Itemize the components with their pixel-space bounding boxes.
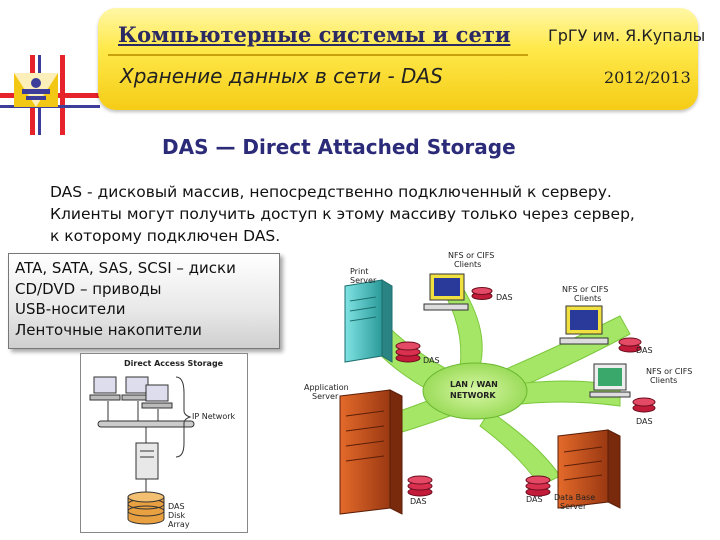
das-description: DAS - дисковый массив, непосредственно п… — [50, 181, 690, 247]
print-server-label: Print — [350, 267, 368, 276]
db-server-label: Server — [560, 502, 587, 511]
description-line: Клиенты могут получить доступ к этому ма… — [50, 205, 635, 223]
clients-label: Clients — [650, 376, 677, 385]
device-type-item: ATA, SATA, SAS, SCSI – диски — [15, 259, 236, 277]
das-disks-icon — [407, 475, 433, 497]
database-server-icon — [557, 429, 621, 509]
workstation-icon — [121, 376, 153, 401]
das-label: DAS — [423, 356, 440, 365]
print-server-icon — [344, 279, 393, 363]
lecture-subtitle: Хранение данных в сети - DAS — [120, 64, 443, 88]
device-types-box: ATA, SATA, SAS, SCSI – диски CD/DVD – пр… — [8, 253, 280, 349]
network-label-line2: NETWORK — [450, 391, 496, 400]
das-label: DAS — [168, 502, 185, 511]
device-type-item: Ленточные накопители — [15, 320, 202, 339]
das-label: DAS — [410, 497, 427, 506]
server-icon — [135, 442, 159, 480]
university-name: ГрГУ им. Я.Купалы — [548, 26, 706, 45]
das-disks-icon — [395, 341, 421, 363]
slide-heading: DAS — Direct Attached Storage — [162, 135, 516, 159]
print-server-label: Server — [350, 276, 377, 285]
das-label: DAS — [636, 346, 653, 355]
client-computer-icon — [423, 273, 469, 311]
app-server-label: Application — [304, 383, 349, 392]
das-disks-icon — [632, 397, 656, 413]
array-label: Array — [168, 520, 190, 529]
clients-label: NFS or CIFS — [562, 285, 608, 294]
workstation-icon — [89, 376, 121, 401]
network-label-line1: LAN / WAN — [450, 380, 498, 389]
das-topology-diagram: Direct Access Storage IP Network DAS Dis… — [80, 353, 248, 533]
device-type-item: USB-носители — [15, 300, 126, 318]
disk-array-icon — [127, 491, 165, 525]
das-label: DAS — [526, 495, 543, 504]
header-divider — [108, 54, 528, 56]
app-server-label: Server — [312, 392, 339, 401]
clients-label: Clients — [574, 294, 601, 303]
academic-year: 2012/2013 — [604, 68, 691, 87]
header-banner — [98, 8, 698, 110]
das-diagram-title: Direct Access Storage — [124, 359, 224, 368]
clients-label: NFS or CIFS — [448, 251, 494, 260]
disk-label: Disk — [168, 511, 186, 520]
das-label: DAS — [496, 293, 513, 302]
device-type-item: CD/DVD – приводы — [15, 279, 162, 298]
course-title: Компьютерные системы и сети — [118, 22, 511, 47]
university-logo — [0, 55, 100, 135]
lan-wan-cloud — [422, 362, 528, 420]
das-label: DAS — [636, 417, 653, 426]
description-line: к которому подключен DAS. — [50, 227, 281, 245]
ip-network-label: IP Network — [192, 412, 235, 421]
workstation-icon — [141, 384, 173, 409]
client-computer-icon — [589, 363, 631, 398]
client-computer-icon — [559, 305, 609, 345]
network-diagram: LAN / WAN NETWORK Print Server DAS NFS o… — [304, 251, 692, 515]
das-disks-icon — [525, 475, 551, 497]
network-bus — [97, 420, 195, 428]
das-disks-icon — [471, 287, 493, 300]
das-disks-icon — [618, 337, 642, 353]
clients-label: NFS or CIFS — [646, 367, 692, 376]
application-server-icon — [339, 389, 403, 515]
db-server-label: Data Base — [554, 493, 595, 502]
description-line: DAS - дисковый массив, непосредственно п… — [50, 183, 612, 201]
clients-label: Clients — [454, 260, 481, 269]
